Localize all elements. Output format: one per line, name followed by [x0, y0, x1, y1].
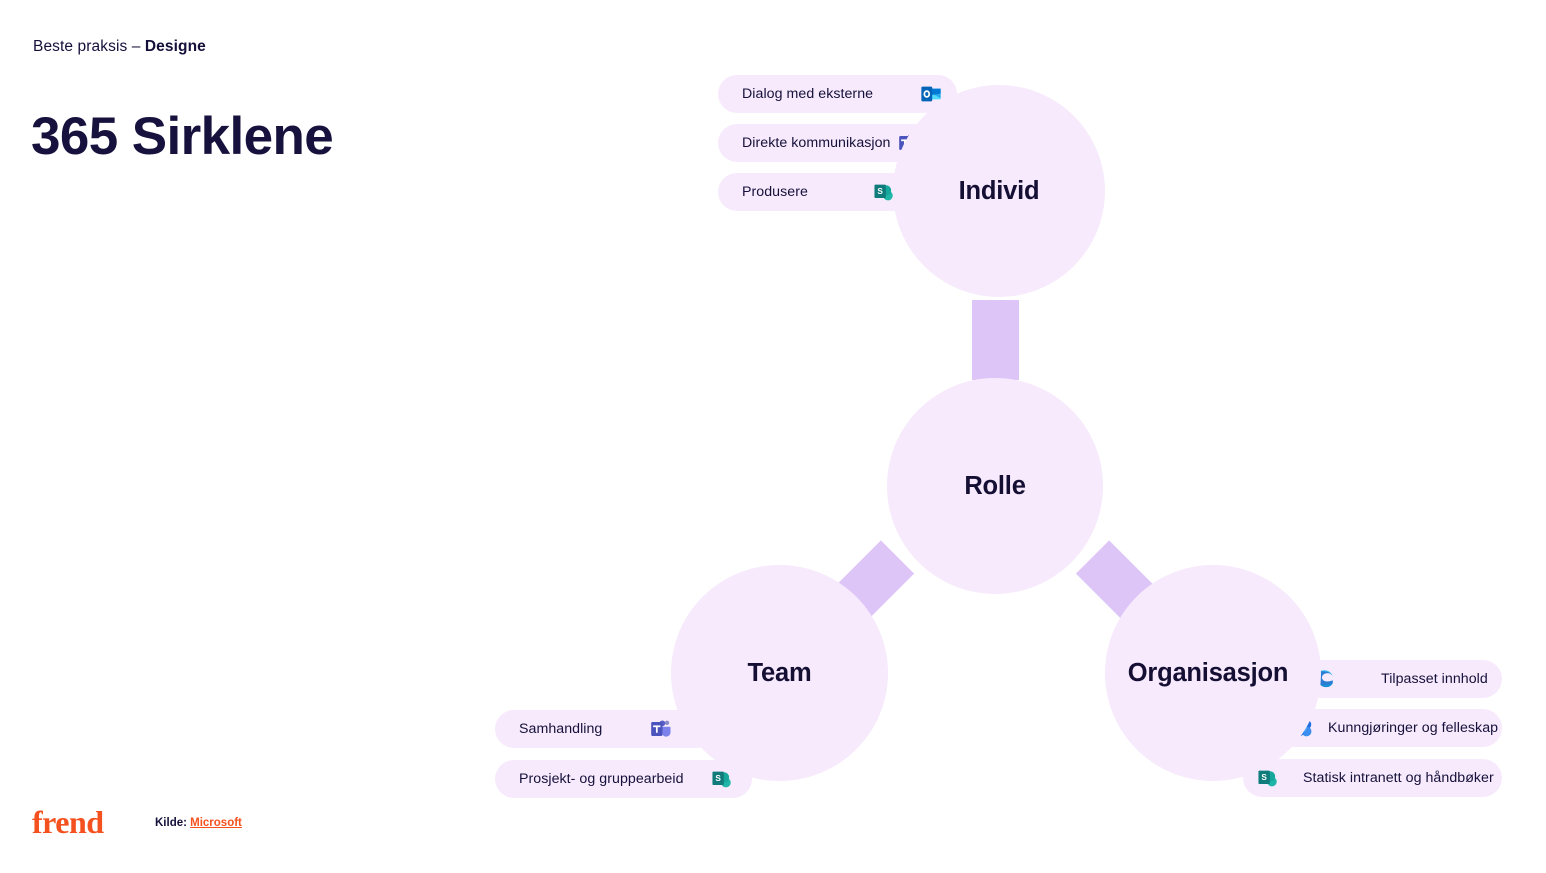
circle-label: Organisasjon — [1127, 658, 1289, 687]
pill-label: Tilpasset innhold — [1381, 671, 1488, 687]
svg-text:S: S — [877, 187, 883, 196]
source-link[interactable]: Microsoft — [190, 817, 242, 829]
svg-text:S: S — [715, 774, 721, 783]
pill-dialog-med-eksterne[interactable]: Dialog med eksterne — [718, 75, 957, 113]
pill-label: Dialog med eksterne — [742, 86, 874, 102]
pill-label: Prosjekt- og gruppearbeid — [519, 771, 684, 787]
eyebrow-prefix: Beste praksis – — [33, 38, 145, 55]
frend-logo: frend — [32, 804, 104, 840]
teams-icon — [650, 718, 672, 740]
pill-prosjekt-og-gruppearbeid[interactable]: Prosjekt- og gruppearbeid S — [495, 760, 752, 798]
source-prefix: Kilde: — [155, 817, 191, 829]
pill-label: Kunngjøringer og felleskap — [1328, 720, 1499, 736]
circle-organisasjon[interactable]: Organisasjon — [1105, 565, 1321, 781]
sharepoint-icon: S — [1257, 767, 1279, 789]
circle-label: Rolle — [964, 471, 1026, 500]
circle-rolle[interactable]: Rolle — [887, 378, 1103, 594]
circle-label: Individ — [958, 176, 1040, 205]
pill-label: Produsere — [742, 184, 808, 200]
circle-team[interactable]: Team — [671, 565, 888, 781]
sharepoint-icon: S — [711, 768, 733, 790]
circle-individ[interactable]: Individ — [893, 85, 1105, 297]
page-title: 365 Sirklene — [31, 106, 334, 166]
pill-produsere[interactable]: Produsere S — [718, 173, 912, 211]
pill-statisk-intranett-og-handboker[interactable]: S Statisk intranett og håndbøker — [1243, 759, 1502, 797]
outlook-icon — [920, 83, 942, 105]
pill-samhandling[interactable]: Samhandling — [495, 710, 715, 748]
pill-label: Samhandling — [519, 721, 603, 737]
pill-label: Direkte kommunikasjon — [742, 135, 891, 151]
eyebrow-strong: Designe — [144, 38, 206, 55]
circle-label: Team — [747, 658, 812, 687]
eyebrow-text: Beste praksis – Designe — [33, 38, 206, 56]
sharepoint-icon: S — [873, 181, 895, 203]
svg-text:S: S — [1261, 773, 1267, 782]
pill-label: Statisk intranett og håndbøker — [1303, 770, 1494, 786]
source-line: Kilde: Microsoft — [155, 817, 242, 829]
connector-individ-rolle — [972, 300, 1019, 380]
